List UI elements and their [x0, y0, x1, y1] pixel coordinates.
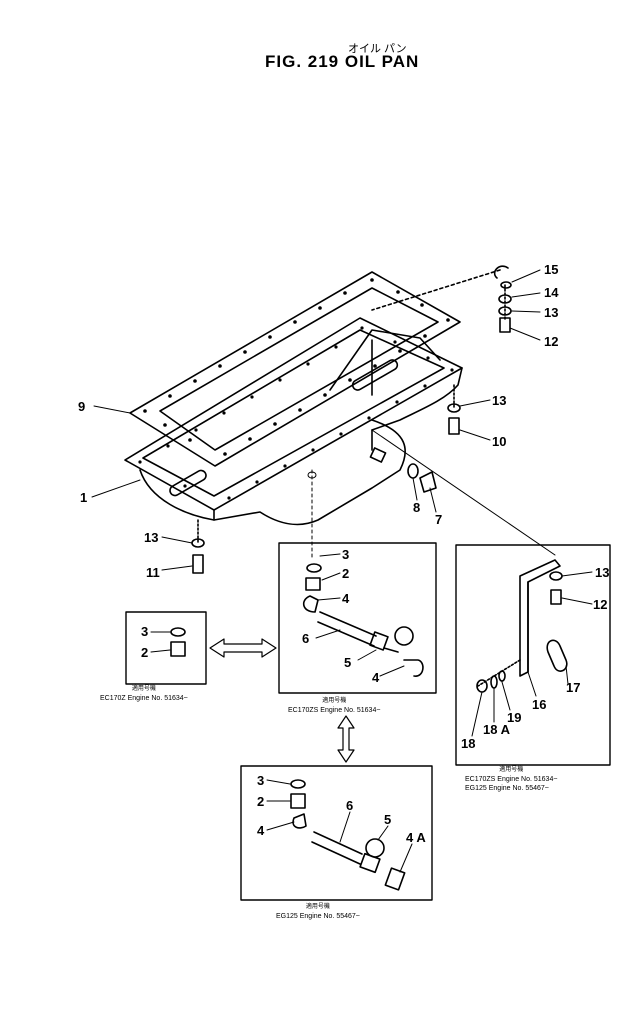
right-box-note-jp: 適用号機 — [499, 767, 524, 773]
callout-7: 7 — [435, 512, 443, 527]
gasket-bolt-holes — [143, 278, 450, 456]
callout-13-right: 13 — [492, 393, 507, 408]
middle-callout-5: 5 — [344, 655, 352, 670]
bolt-13-11 — [191, 519, 205, 574]
small-box-note-jp: 適用号機 — [131, 686, 156, 692]
callout-13-upper: 13 — [544, 305, 559, 320]
lower-box-note: 適用号機 EG125 Engine No. 55467~ — [276, 903, 360, 921]
middle-callout-4b: 4 — [372, 670, 380, 685]
lower-callout-4a: 4 A — [406, 830, 426, 845]
callout-13-left: 13 — [144, 530, 159, 545]
lower-box-note-jp: 適用号機 — [305, 904, 330, 910]
oil-pan-bolt-holes — [138, 326, 454, 500]
right-box-note-line2: EG125 Engine No. 55467~ — [465, 785, 549, 792]
middle-callout-3: 3 — [342, 547, 350, 562]
lower-callout-4: 4 — [257, 823, 265, 838]
right-box-parts — [476, 559, 568, 693]
lower-callout-2: 2 — [257, 794, 265, 809]
middle-detail-box — [278, 542, 437, 694]
middle-box-note-jp: 適用号機 — [322, 698, 347, 704]
lower-box-note-text: EG125 Engine No. 55467~ — [276, 913, 360, 920]
bolt-13-10 — [447, 384, 461, 435]
right-box-note: 適用号機 EC170ZS Engine No. 51634~ EG125 Eng… — [465, 766, 557, 793]
figure-title: FIG. 219 OIL PAN — [265, 52, 420, 71]
right-callout-12: 12 — [593, 597, 608, 612]
right-callout-16: 16 — [532, 697, 547, 712]
oil-pan-body — [124, 317, 463, 526]
callout-1: 1 — [80, 490, 88, 505]
upper-bolt-stack — [371, 265, 512, 333]
right-detail-box — [455, 544, 611, 766]
lower-box-parts — [290, 779, 406, 891]
callout-11: 11 — [146, 565, 160, 580]
middle-callout-4: 4 — [342, 591, 350, 606]
middle-box-note-text: EC170ZS Engine No. 51634~ — [288, 707, 381, 714]
middle-box-parts — [302, 563, 424, 677]
small-callout-2: 2 — [141, 645, 149, 660]
right-callout-17: 17 — [566, 680, 581, 695]
callout-14: 14 — [544, 285, 559, 300]
middle-callout-2: 2 — [342, 566, 350, 581]
right-callout-18: 18 — [461, 736, 476, 751]
lower-callout-6: 6 — [346, 798, 354, 813]
right-box-note-line1: EC170ZS Engine No. 51634~ — [465, 776, 558, 783]
small-detail-box — [125, 611, 207, 685]
right-callout-18a: 18 A — [483, 722, 510, 737]
middle-box-note: 適用号機 EC170ZS Engine No. 51634~ — [288, 697, 380, 715]
small-box-parts — [170, 627, 186, 657]
figure-subtitle-japanese: オイル パン — [348, 43, 407, 55]
lower-callout-3: 3 — [257, 773, 265, 788]
lower-callout-5: 5 — [384, 812, 392, 827]
small-box-note-text: EC170Z Engine No. 51634~ — [100, 695, 188, 702]
lower-detail-box — [240, 765, 433, 901]
callout-15: 15 — [544, 262, 559, 277]
callout-8: 8 — [413, 500, 421, 515]
callout-12-upper: 12 — [544, 334, 559, 349]
oil-pan-gasket — [129, 271, 461, 467]
right-callout-13: 13 — [595, 565, 610, 580]
callout-10: 10 — [492, 434, 507, 449]
double-arrows — [209, 638, 355, 763]
middle-callout-6: 6 — [302, 631, 310, 646]
callout-9: 9 — [78, 399, 86, 414]
small-box-note: 適用号機 EC170Z Engine No. 51634~ — [100, 685, 188, 703]
right-callout-19: 19 — [507, 710, 522, 725]
small-callout-3: 3 — [141, 624, 149, 639]
